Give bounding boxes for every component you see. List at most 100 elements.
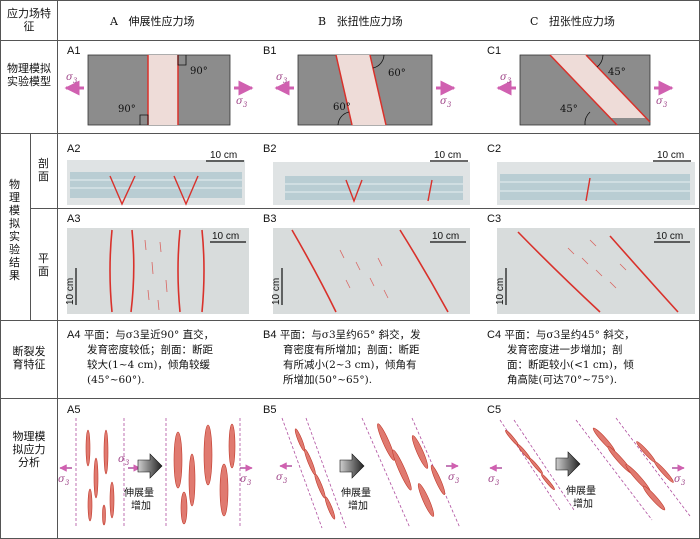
scale-label: 10 cm (657, 150, 684, 161)
fault-line (427, 179, 433, 202)
boundary-line (513, 419, 575, 511)
angle-label: 45° (560, 104, 578, 115)
angle-label: 60° (388, 68, 406, 79)
fault-line (585, 177, 591, 202)
column-title: 伸展性应力场 (128, 15, 195, 28)
model-c1: 45° 45° (519, 54, 651, 126)
angle-mark (596, 54, 604, 68)
model-a1: 90° 90° (87, 54, 231, 126)
fracture-marks (567, 239, 627, 289)
panel-tag: C1 (487, 45, 502, 57)
feature-line: 有所减小(2~3 cm)，倾角有 (283, 359, 417, 371)
sigma-label: σ3 (448, 472, 460, 485)
increase-label: 增加 (573, 497, 593, 510)
fault-line (291, 229, 337, 313)
sigma-label: σ3 (488, 474, 500, 487)
feature-text-a: A4 平面：与σ3呈近90° 直交， 发育密度较低；剖面：断距 较大(1~4 c… (67, 328, 214, 388)
fault-line (335, 54, 353, 126)
increase-arrow (137, 453, 163, 479)
boundary-line (615, 417, 691, 517)
feature-text-b: B4 平面：与σ3呈约65° 斜交，发 育密度有所增加；剖面：断距 有所减小(2… (263, 328, 421, 388)
grid-line (0, 398, 700, 399)
feature-line: (45°~60°). (87, 374, 145, 386)
feature-line: 育密度有所增加；剖面：断距 (283, 344, 420, 356)
fault-line (345, 179, 363, 203)
analysis-c5: σ3 伸展量 增加 σ3 (488, 417, 691, 521)
sigma-label: σ3 (500, 72, 512, 85)
panel-tag: C2 (487, 143, 502, 155)
panel-tag: C5 (487, 404, 502, 416)
fault-line (609, 235, 679, 313)
feature-line-text: 平面：与σ3呈约65° 斜交，发 (279, 329, 421, 341)
panel-tag: B3 (263, 213, 277, 225)
scale-label: 10 cm (495, 278, 506, 305)
sigma-label: σ3 (440, 96, 452, 109)
panel-tag: A2 (67, 143, 81, 155)
model-b1: 60° 60° (297, 54, 433, 126)
feature-text-c: C4 平面：与σ3呈约45° 斜交， 发育密度进一步增加；剖 面：断距较小(<1… (487, 328, 635, 388)
grid-line (0, 0, 700, 1)
increase-label: 增加 (348, 499, 368, 512)
angle-mark (372, 54, 385, 69)
fault-line (201, 229, 205, 313)
profile-c2: 10 cm (497, 150, 695, 205)
fracture-marks (144, 239, 168, 311)
fault-line (585, 54, 651, 123)
fracture-lenses (294, 428, 336, 520)
panel-tag: B5 (263, 404, 277, 416)
sigma-label: σ3 (66, 72, 78, 85)
panel-tag: A3 (67, 213, 81, 225)
sigma-label: σ3 (236, 96, 248, 109)
fracture-lenses (85, 429, 115, 526)
feature-line-text: 平面：与σ3呈约45° 斜交， (504, 329, 635, 341)
plan-b3: 10 cm 10 cm (271, 228, 470, 314)
sigma-label: σ3 (118, 454, 130, 467)
scale-label: 10 cm (212, 231, 239, 242)
fracture-lenses (592, 427, 674, 511)
angle-label: 60° (333, 102, 351, 113)
angle-mark (139, 114, 149, 125)
boundary-line (281, 417, 323, 529)
feature-line: A4 平面：与σ3呈近90° 直交， (67, 328, 214, 343)
row-label-analysis: 物理模拟应力分析 (12, 430, 46, 469)
feature-line: 发育密度较低；剖面：断距 (87, 344, 213, 356)
header-label: 应力场特征 (7, 7, 51, 33)
fault-line (369, 54, 387, 126)
increase-label: 增加 (131, 499, 151, 512)
fault-line (109, 229, 113, 313)
profile-b2: 10 cm (273, 150, 470, 205)
panel-tag: A5 (67, 404, 81, 416)
grid-line (0, 0, 1, 539)
boundary-line (305, 417, 347, 529)
feature-line-text: 平面：与σ3呈近90° 直交， (83, 329, 215, 341)
feature-line: 面：断距较小(<1 cm)，倾 (507, 359, 634, 371)
angle-mark (177, 55, 187, 66)
fault-line (399, 229, 449, 313)
panel-tag: B2 (263, 143, 277, 155)
plan-c3: 10 cm 10 cm (495, 228, 695, 314)
panel-tag: A1 (67, 45, 81, 57)
panel-tag: C3 (487, 213, 502, 225)
fracture-lenses (377, 423, 446, 517)
grid-line (0, 40, 700, 41)
fracture-lenses (505, 429, 555, 491)
scale-label: 10 cm (434, 150, 461, 161)
fracture-lenses (173, 423, 236, 525)
boundary-line (575, 419, 653, 521)
increase-arrow (555, 451, 581, 477)
sigma-label: σ3 (240, 474, 252, 487)
feature-line: 较大(1~4 cm)，倾角较缓 (87, 359, 211, 371)
sigma-label: σ3 (674, 474, 686, 487)
fault-line (109, 175, 136, 206)
panel-tag: B4 (263, 329, 277, 341)
feature-line: 发育密度进一步增加；剖 (507, 344, 623, 356)
row-label-results: 物理模拟实验结果 (9, 178, 20, 282)
fault-line (177, 229, 181, 313)
increase-label: 伸展量 (566, 485, 596, 497)
feature-line: 所增加(50°~65°). (283, 374, 373, 386)
column-letter: A (110, 15, 118, 28)
scale-label: 10 cm (432, 231, 459, 242)
increase-arrow (339, 453, 365, 479)
